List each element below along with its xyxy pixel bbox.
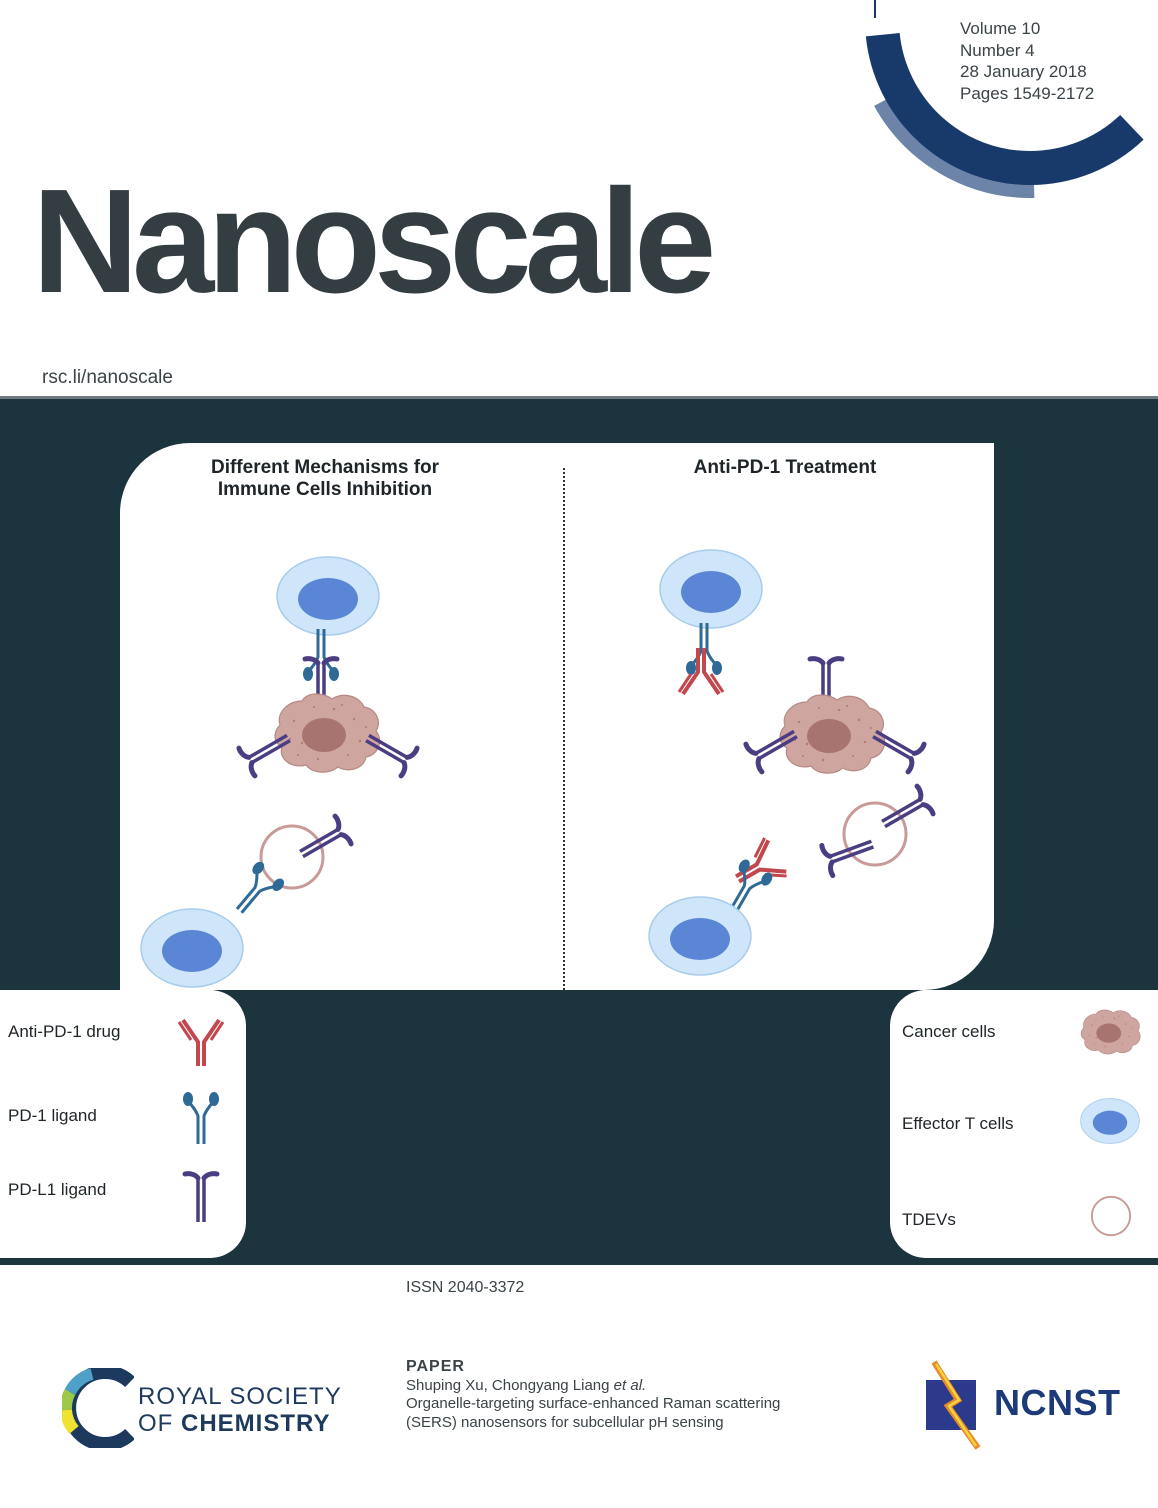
rsc-name-line2: OF CHEMISTRY [138, 1410, 330, 1438]
issn: ISSN 2040-3372 [406, 1279, 525, 1296]
legend-left: Anti-PD-1 drug PD-1 ligand PD-L1 ligand [0, 990, 246, 1258]
tcell-bottom-left [140, 908, 244, 988]
left-scene [140, 556, 417, 988]
panel-divider [563, 468, 565, 990]
cover-ring-graphic [852, 0, 1158, 198]
legend-tdevs: TDEVs [902, 1210, 956, 1229]
legend-right-icons [1080, 1009, 1141, 1237]
tdev-icon [1090, 1195, 1132, 1237]
rsc-name-line2-bold: CHEMISTRY [181, 1410, 331, 1437]
right-panel-heading: Anti-PD-1 Treatment [693, 457, 877, 478]
cancer-cell-icon [1080, 1009, 1141, 1055]
ncnst-logo-text: NCNST [994, 1382, 1121, 1423]
pdl1-ligand-icon [185, 1174, 217, 1222]
legend-right: Cancer cells Effector T cells TDEVs [890, 990, 1158, 1258]
paper-label: PAPER [406, 1358, 465, 1375]
tcell-top-left [276, 556, 380, 636]
issue-info: Volume 10 Number 4 28 January 2018 Pages… [960, 18, 1094, 104]
left-panel-heading: Different Mechanisms for Immune Cells In… [210, 457, 440, 500]
featured-paper[interactable]: PAPER Shuping Xu, Chongyang Liang et al.… [406, 1358, 780, 1432]
pd1-left [301, 627, 341, 683]
cancer-cell-right [779, 694, 886, 774]
legend-effector-t-cells: Effector T cells [902, 1114, 1014, 1133]
paper-title-line2: (SERS) nanosensors for subcellular pH se… [406, 1413, 724, 1431]
legend-pdl1-ligand: PD-L1 ligand [8, 1180, 107, 1199]
rsc-logo-icon [62, 1368, 134, 1448]
legend-pd1-ligand: PD-1 ligand [8, 1106, 97, 1125]
paper-authors-names: Shuping Xu, Chongyang Liang [406, 1376, 610, 1394]
date-text: 28 January 2018 [960, 62, 1087, 81]
volume-text: Volume 10 [960, 19, 1041, 38]
legend-anti-pd1-drug: Anti-PD-1 drug [8, 1022, 121, 1041]
paper-authors-etal: et al. [613, 1376, 647, 1394]
paper-authors: Shuping Xu, Chongyang Liang et al. [406, 1377, 780, 1396]
tcell-bottom-right [648, 896, 752, 976]
tcell-top-right [659, 549, 763, 629]
right-scene [648, 549, 933, 976]
rsc-name-line2-prefix: OF [138, 1410, 181, 1437]
pd1-ligand-icon [181, 1090, 221, 1146]
effector-t-cell-icon [1080, 1098, 1140, 1144]
journal-url[interactable]: rsc.li/nanoscale [42, 367, 173, 388]
anti-pd1-drug-icon [177, 1018, 225, 1068]
legend-cancer-cells: Cancer cells [902, 1022, 996, 1041]
illustration [140, 549, 994, 988]
figure-panel: Different Mechanisms for Immune Cells In… [120, 443, 994, 990]
pages-text: Pages 1549-2172 [960, 83, 1095, 103]
journal-title: Nanoscale [32, 159, 716, 324]
rsc-name-line1: ROYAL SOCIETY [138, 1383, 342, 1410]
tdev-left [259, 824, 325, 890]
ncnst-logo-icon [926, 1360, 981, 1450]
cancer-cell-left [274, 693, 381, 773]
paper-title-line1: Organelle-targeting surface-enhanced Ram… [406, 1395, 781, 1412]
legend-left-icons [177, 1018, 225, 1248]
drug-lower-right [724, 834, 791, 901]
number-text: Number 4 [960, 40, 1035, 60]
